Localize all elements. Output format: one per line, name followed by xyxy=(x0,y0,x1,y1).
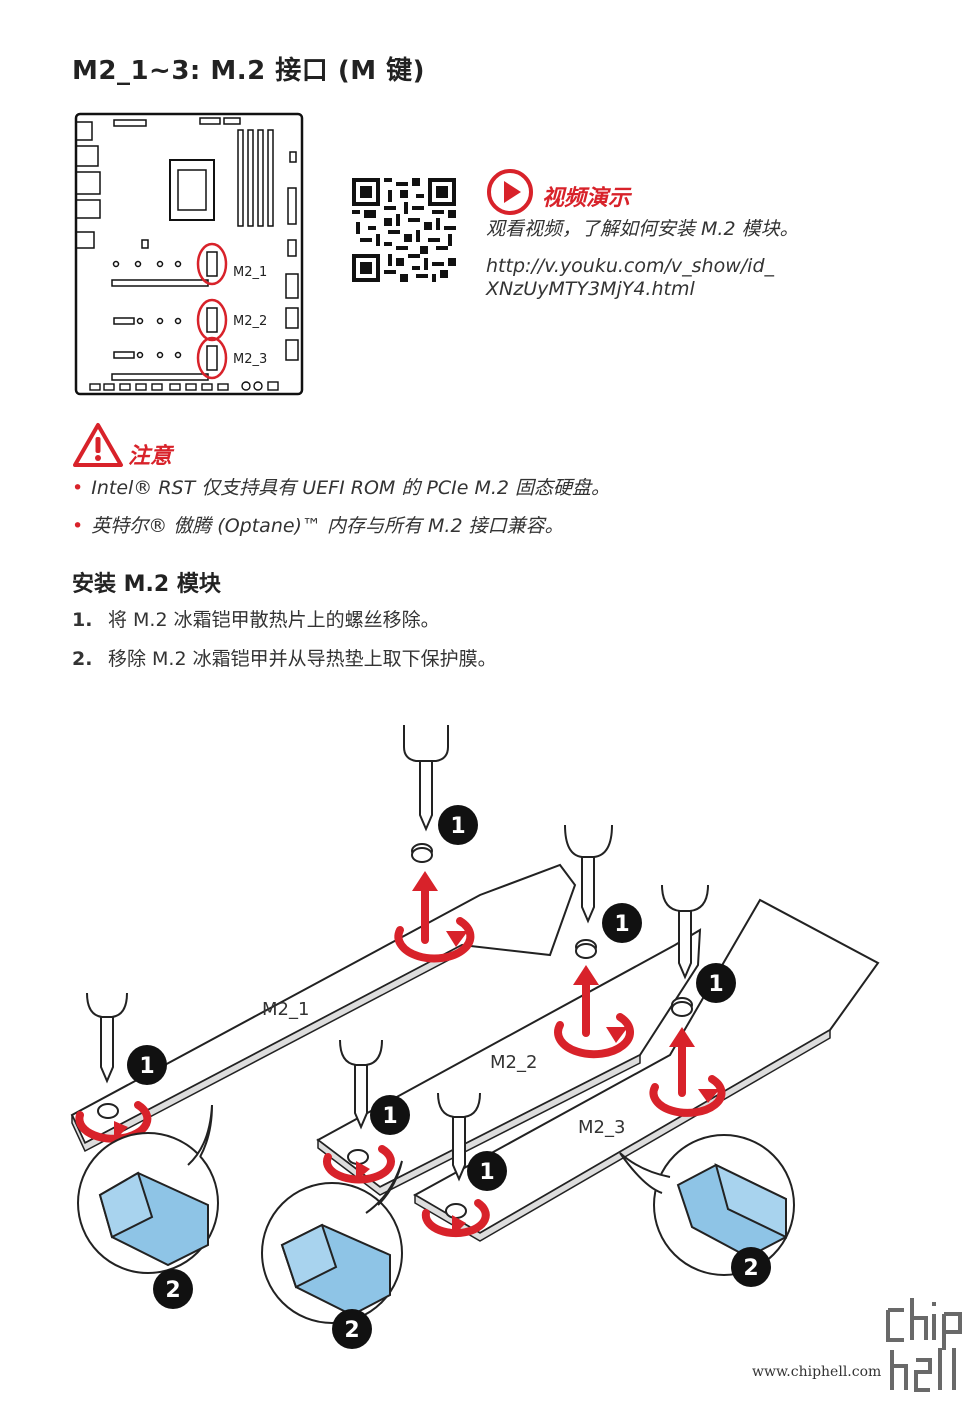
motherboard-diagram: M2_1 M2_2 M2_3 xyxy=(74,112,304,396)
video-description: 观看视频，了解如何安装 M.2 模块。 xyxy=(486,218,799,240)
screw-icon xyxy=(97,843,693,1219)
svg-text:2: 2 xyxy=(344,1318,359,1343)
page-title: M2_1~3: M.2 接口 (M 键) xyxy=(72,56,426,86)
install-section-title: 安装 M.2 模块 xyxy=(72,572,221,597)
heatsink-removal-diagram: M2_1 M2_2 M2_3 1 1 1 1 xyxy=(70,725,880,1349)
step-number: 1. xyxy=(72,609,93,631)
thermal-pad-callout: 2 2 2 xyxy=(77,1104,795,1349)
watermark-logo xyxy=(886,1298,962,1392)
plate-label-3: M2_3 xyxy=(578,1117,625,1138)
step-text: 移除 M.2 冰霜铠甲并从导热垫上取下保护膜。 xyxy=(108,648,497,670)
step-badge-1: 1 1 1 1 1 1 xyxy=(127,805,736,1191)
svg-text:1: 1 xyxy=(479,1160,494,1185)
svg-text:1: 1 xyxy=(382,1104,397,1129)
step-number: 2. xyxy=(72,648,93,670)
svg-text:2: 2 xyxy=(165,1278,180,1303)
caution-title: 注意 xyxy=(128,444,173,469)
board-slot-label-3: M2_3 xyxy=(233,352,267,367)
plate-label-1: M2_1 xyxy=(262,999,309,1020)
svg-text:1: 1 xyxy=(139,1054,154,1079)
install-step: 2. 移除 M.2 冰霜铠甲并从导热垫上取下保护膜。 xyxy=(72,644,497,671)
svg-text:1: 1 xyxy=(450,814,465,839)
install-step: 1. 将 M.2 冰霜铠甲散热片上的螺丝移除。 xyxy=(72,605,440,632)
caution-note-text: Intel® RST 仅支持具有 UEFI ROM 的 PCIe M.2 固态硬… xyxy=(91,477,610,499)
caution-note: • Intel® RST 仅支持具有 UEFI ROM 的 PCIe M.2 固态… xyxy=(72,473,610,500)
board-slot-label-1: M2_1 xyxy=(233,265,267,280)
qr-code xyxy=(352,178,456,282)
svg-text:1: 1 xyxy=(708,972,723,997)
video-title: 视频演示 xyxy=(542,186,631,211)
svg-text:2: 2 xyxy=(743,1256,758,1281)
watermark-url: www.chiphell.com xyxy=(752,1364,882,1380)
plate-label-2: M2_2 xyxy=(490,1052,537,1073)
video-url-line2[interactable]: XNzUyMTY3MjY4.html xyxy=(486,278,695,300)
play-circle-icon[interactable] xyxy=(486,168,534,216)
bullet-icon: • xyxy=(72,477,84,499)
step-text: 将 M.2 冰霜铠甲散热片上的螺丝移除。 xyxy=(108,609,440,631)
caution-note: • 英特尔® 傲腾 (Optane)™ 内存与所有 M.2 接口兼容。 xyxy=(72,511,564,538)
svg-text:1: 1 xyxy=(614,912,629,937)
caution-note-text: 英特尔® 傲腾 (Optane)™ 内存与所有 M.2 接口兼容。 xyxy=(91,515,564,537)
bullet-icon: • xyxy=(72,515,84,537)
warning-triangle-icon xyxy=(73,423,123,467)
board-slot-label-2: M2_2 xyxy=(233,314,267,329)
video-url-line1[interactable]: http://v.youku.com/v_show/id_ xyxy=(486,255,775,277)
